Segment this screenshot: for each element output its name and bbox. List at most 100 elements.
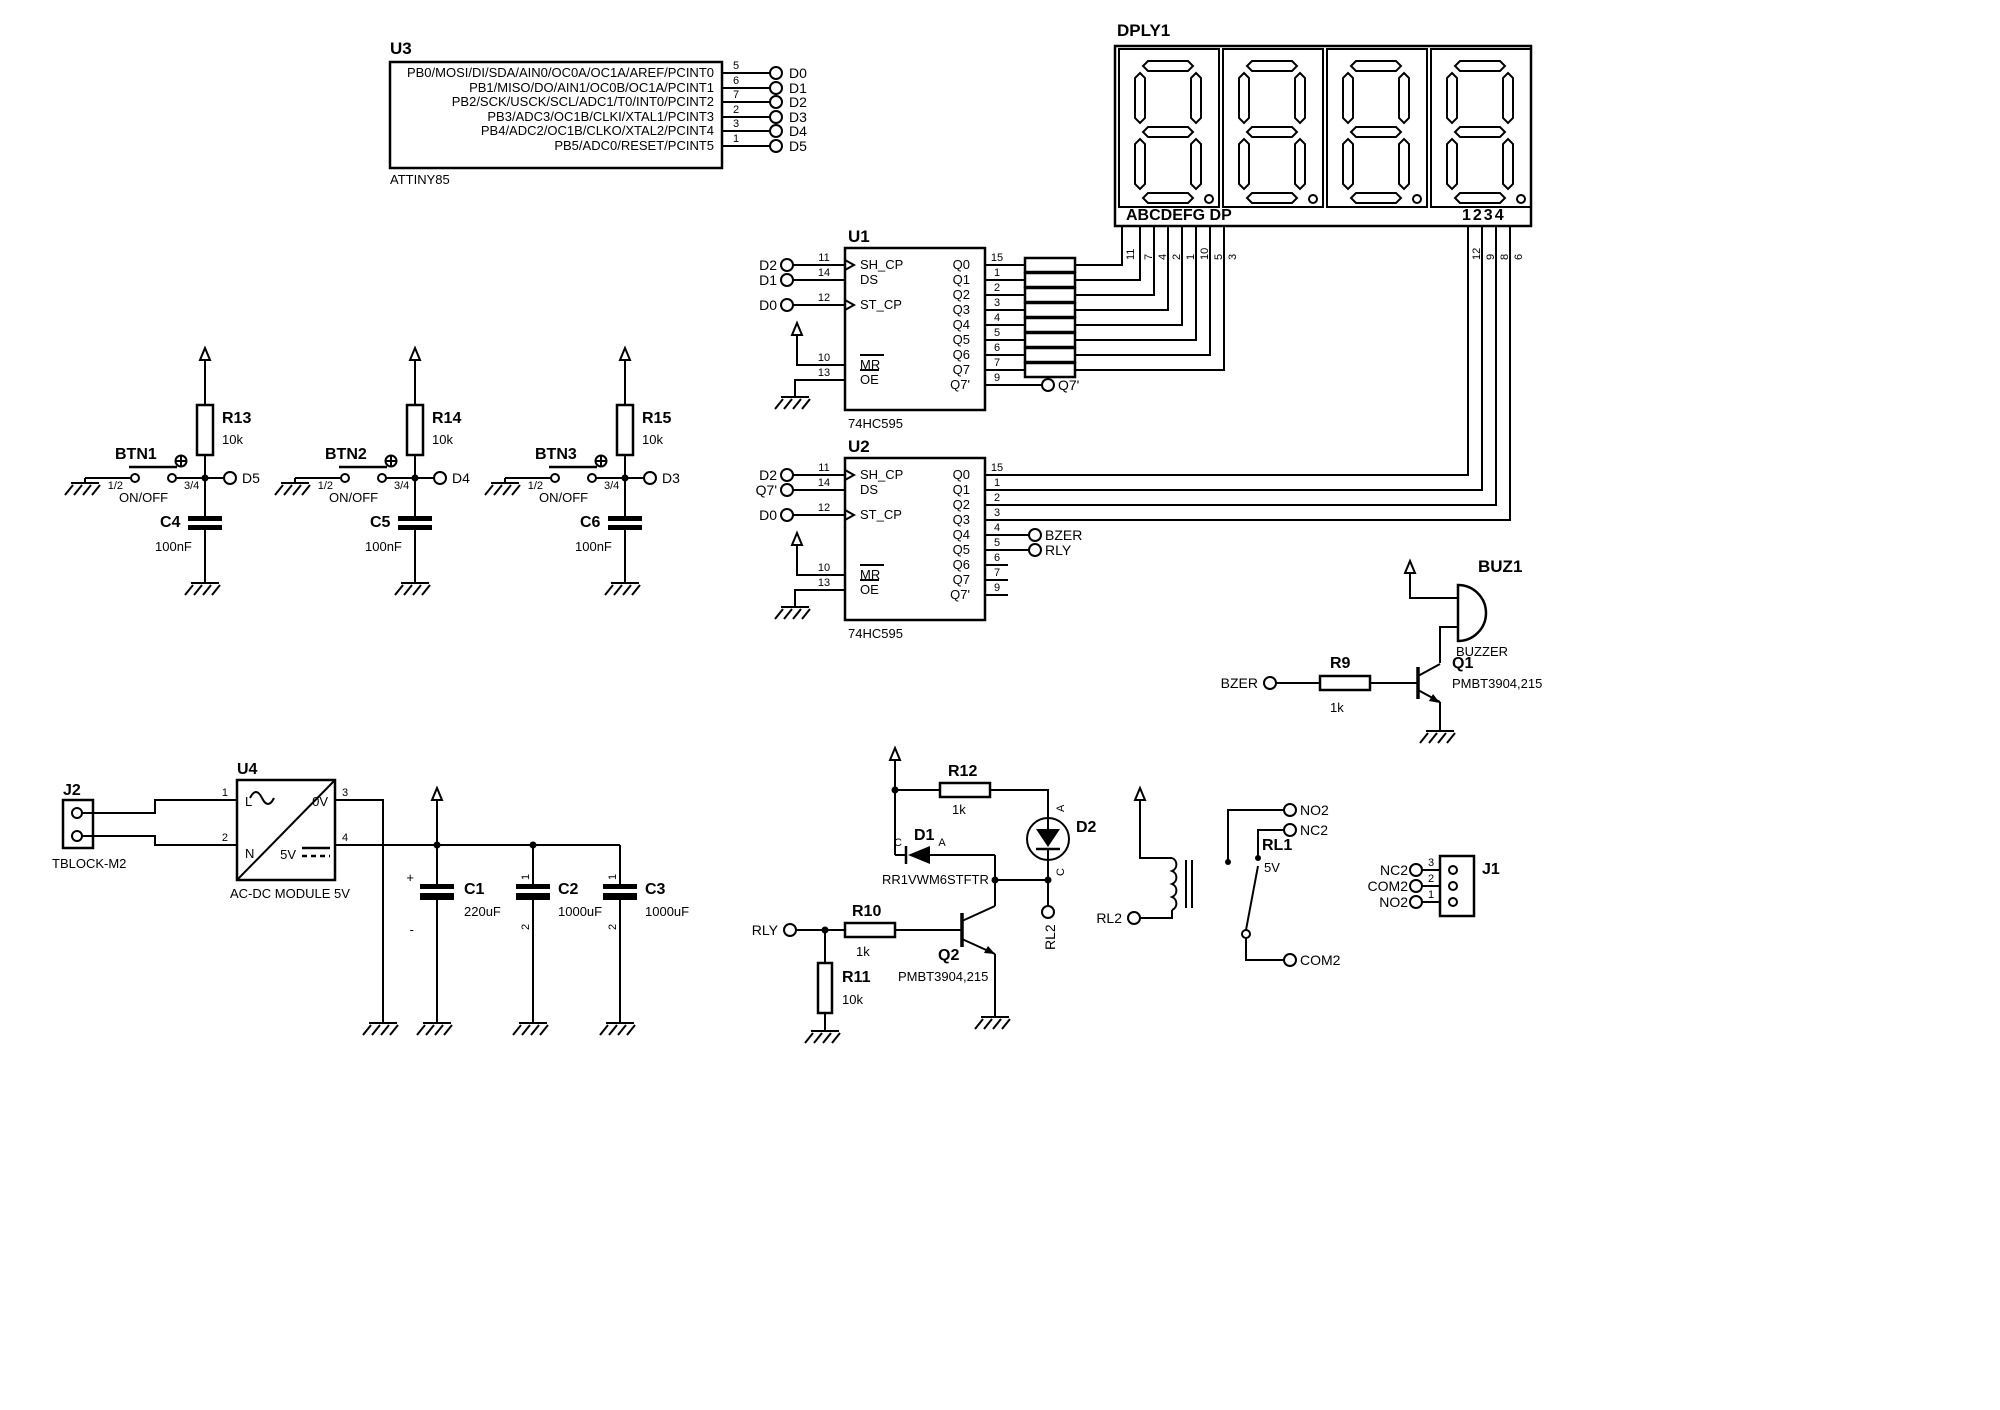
- net-port: [223, 471, 237, 485]
- wire: [985, 226, 1511, 521]
- pin-number: 2: [994, 282, 1000, 294]
- pin-label: Q4: [953, 317, 970, 332]
- ref-label: R14: [432, 410, 461, 427]
- connector-pin: [1448, 897, 1458, 907]
- pin-number: 1: [520, 874, 532, 880]
- segment-pins-label: ABCDEFG DP: [1126, 207, 1232, 224]
- actuator-icon: [174, 454, 188, 468]
- net-port: [1127, 911, 1141, 925]
- pin-label: ST_CP: [860, 297, 902, 312]
- value-label: 1k: [856, 944, 870, 959]
- contact-label: 1/2: [108, 480, 123, 492]
- net-label: D2: [789, 94, 807, 110]
- net-label: D3: [662, 470, 680, 486]
- clock-mark-icon: [844, 259, 857, 311]
- ref-label: R12: [948, 763, 977, 780]
- net-port: [769, 139, 783, 153]
- junction-dot: [991, 876, 999, 884]
- wire: [985, 226, 1183, 326]
- resistor-symbol: [615, 403, 635, 457]
- connector-body: [61, 798, 95, 850]
- wire: [985, 226, 1211, 356]
- pin-number: 3: [733, 118, 739, 130]
- pin-number: 5: [733, 60, 739, 72]
- acdc-divider: [236, 779, 336, 881]
- relay-driver: R12 1k A D2 C RL2 D1 C A RR1VWM6STFTR Q2…: [752, 747, 1097, 1044]
- capacitor-symbol: [420, 884, 454, 889]
- pin-label: L: [245, 794, 252, 809]
- pin-label: 5V: [280, 847, 296, 862]
- ref-label: C2: [558, 881, 579, 898]
- wire: [985, 226, 1123, 266]
- pin-label: DS: [860, 272, 878, 287]
- wire: [985, 226, 1225, 371]
- capacitor-symbol: [188, 516, 222, 521]
- pin-number: 4: [994, 522, 1000, 534]
- ref-label: Q1: [1452, 655, 1473, 672]
- pin-number: 1: [1185, 254, 1197, 260]
- pin-label: PB2/SCK/USCK/SCL/ADC1/T0/INT0/PCINT2: [452, 94, 714, 109]
- wire: [796, 905, 996, 1026]
- pin-label: Q1: [953, 272, 970, 287]
- net-port: [769, 81, 783, 95]
- wire: [1370, 663, 1441, 726]
- net-label: D0: [759, 297, 777, 313]
- anode-label: A: [938, 837, 946, 849]
- net-label: D0: [759, 507, 777, 523]
- pin-label: PB0/MOSI/DI/SDA/AIN0/OC0A/OC1A/AREF/PCIN…: [407, 65, 714, 80]
- led-symbol: [1026, 817, 1070, 861]
- pin-number: 7: [994, 567, 1000, 579]
- net-label: D2: [759, 257, 777, 273]
- pin-number: 7: [994, 357, 1000, 369]
- net-port: [1283, 823, 1297, 837]
- pin-label: DS: [860, 482, 878, 497]
- pin-number: 3: [1428, 857, 1434, 869]
- net-port: [780, 483, 794, 497]
- pin-label: PB4/ADC2/OC1B/CLKO/XTAL2/PCINT4: [481, 123, 714, 138]
- value-label: 5V: [1264, 860, 1280, 875]
- pin-label: Q6: [953, 557, 970, 572]
- ref-label: J2: [63, 782, 81, 799]
- buzzer-symbol: [1456, 583, 1488, 643]
- value-label: 100nF: [575, 539, 612, 554]
- pin-label: SH_CP: [860, 257, 903, 272]
- pin-number: 2: [1428, 873, 1434, 885]
- pin-number: 1: [994, 267, 1000, 279]
- contact-label: 3/4: [604, 480, 619, 492]
- net-port: [1041, 905, 1055, 919]
- connector-pin: [1448, 865, 1458, 875]
- vcc-arrow-icon: [409, 347, 421, 373]
- net-port: [769, 95, 783, 109]
- net-label: NO2: [1379, 894, 1408, 910]
- pin-label: ST_CP: [860, 507, 902, 522]
- net-port: [780, 273, 794, 287]
- pin-label: Q7: [953, 362, 970, 377]
- actuator-icon: [594, 454, 608, 468]
- net-port: [780, 468, 794, 482]
- value-label: 1000uF: [645, 904, 689, 919]
- resistor-symbol: [1318, 674, 1372, 692]
- pin-number: 5: [994, 327, 1000, 339]
- ref-label: BTN3: [535, 446, 577, 463]
- resistor-symbol: [1023, 301, 1077, 319]
- pin-number: 2: [733, 104, 739, 116]
- value-label: 100nF: [365, 539, 402, 554]
- active-low-overline: [860, 564, 884, 581]
- shift-register-u2: U2 74HC595 SH_CP DS ST_CP MR OE 11 14 12…: [756, 226, 1511, 641]
- pin-label: OE: [860, 582, 879, 597]
- value-label: 1k: [952, 802, 966, 817]
- vcc-arrow-icon: [431, 787, 443, 813]
- digit-pins-label: 1234: [1462, 207, 1506, 224]
- pin-number: 1: [733, 133, 739, 145]
- capacitor-symbol: [398, 516, 432, 521]
- net-label: D4: [789, 123, 807, 139]
- net-label: D2: [759, 467, 777, 483]
- net-label: RL2: [1096, 910, 1122, 926]
- vcc-arrow-icon: [1404, 560, 1416, 586]
- capacitor-symbol: [603, 893, 637, 900]
- pin-number: 14: [818, 477, 830, 489]
- resistor-symbol: [405, 403, 425, 457]
- junction-dot: [891, 786, 899, 794]
- ref-label: RL1: [1262, 837, 1292, 854]
- pin-label: Q5: [953, 542, 970, 557]
